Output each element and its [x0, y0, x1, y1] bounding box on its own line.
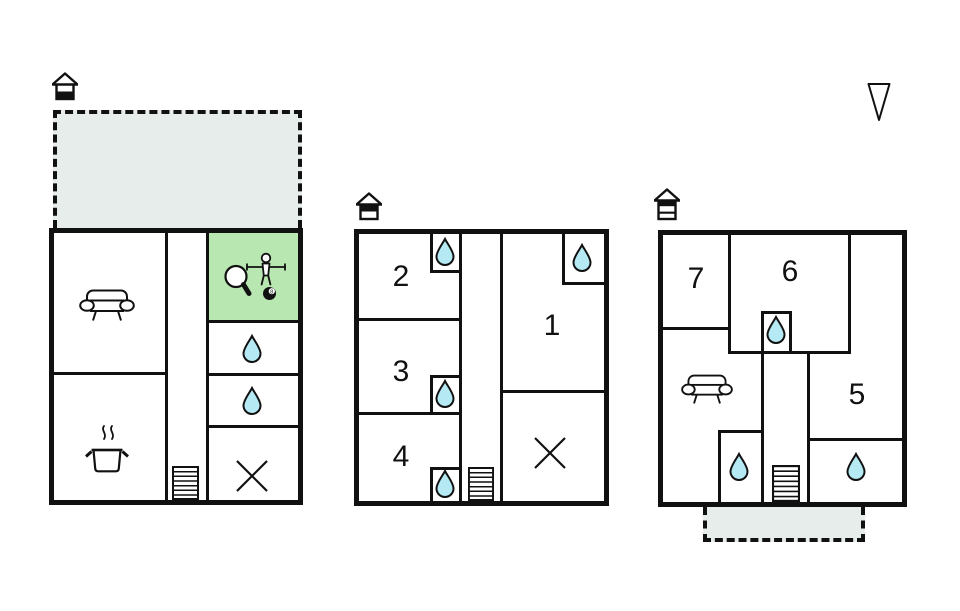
water-drop-icon: [846, 452, 866, 481]
room-number: 7: [687, 262, 705, 295]
wall: [728, 235, 731, 351]
water-drop-icon: [435, 237, 455, 266]
terrace-top-floor: [703, 507, 865, 542]
water-drop-icon: [572, 243, 592, 272]
cooking-pot-icon: [85, 425, 129, 473]
plan-ground-floor: 8: [49, 228, 303, 505]
wall: [165, 233, 168, 500]
billiard-8-ball-icon: 8: [263, 287, 276, 300]
wall: [718, 430, 764, 433]
wall: [430, 375, 460, 378]
room-number: 3: [392, 355, 410, 388]
wall: [562, 234, 565, 285]
water-drop-icon: [766, 315, 786, 344]
wall: [500, 234, 503, 501]
wall: [359, 412, 459, 415]
stairs-icon: [468, 467, 494, 501]
wall: [430, 270, 460, 273]
wall: [807, 351, 810, 502]
wall: [500, 390, 604, 393]
wall: [206, 425, 298, 428]
plan-first-floor: 2 3 4 1: [354, 229, 609, 506]
room-number: 5: [848, 378, 866, 411]
wall: [761, 311, 792, 314]
wall: [430, 234, 433, 273]
room-number: 4: [392, 440, 410, 473]
house-level-upper-icon: [356, 192, 382, 221]
wall: [789, 311, 792, 351]
water-drop-icon: [729, 452, 749, 481]
terrace-ground-floor: [53, 110, 302, 228]
north-arrow-icon: [867, 83, 891, 121]
wall: [848, 235, 851, 354]
x-mark-icon: [534, 437, 566, 469]
wall: [359, 318, 459, 321]
billiard-8-label: 8: [270, 289, 273, 295]
game-room-icons: 8: [224, 252, 286, 300]
water-drop-icon: [435, 469, 455, 498]
room-number: 1: [543, 309, 561, 342]
wall: [728, 351, 851, 354]
wall: [807, 438, 902, 441]
wall: [206, 320, 298, 323]
wall: [761, 311, 764, 351]
wall: [430, 375, 433, 415]
foosball-player-icon: [246, 252, 286, 286]
water-drop-icon: [435, 379, 455, 408]
room-number: 6: [781, 255, 799, 288]
house-level-top-icon: [654, 188, 680, 221]
room-number: 2: [392, 260, 410, 293]
water-drop-icon: [242, 386, 262, 415]
water-drop-icon: [242, 334, 262, 363]
table-tennis-paddle-icon: [224, 264, 252, 296]
wall: [562, 282, 604, 285]
stairs-icon: [772, 465, 800, 502]
sofa-icon: [79, 289, 135, 321]
wall: [663, 327, 731, 330]
plan-top-floor: 7 6 5: [658, 230, 907, 507]
sofa-icon: [681, 374, 733, 404]
house-level-ground-icon: [52, 72, 78, 101]
wall: [206, 373, 298, 376]
wall: [430, 467, 460, 470]
wall: [718, 430, 721, 502]
wall: [206, 233, 209, 500]
stairs-icon: [172, 466, 199, 500]
x-mark-icon: [236, 460, 268, 492]
room-game: [209, 233, 298, 320]
wall: [54, 372, 165, 375]
wall: [430, 467, 433, 501]
wall: [761, 351, 764, 502]
wall: [459, 234, 462, 501]
